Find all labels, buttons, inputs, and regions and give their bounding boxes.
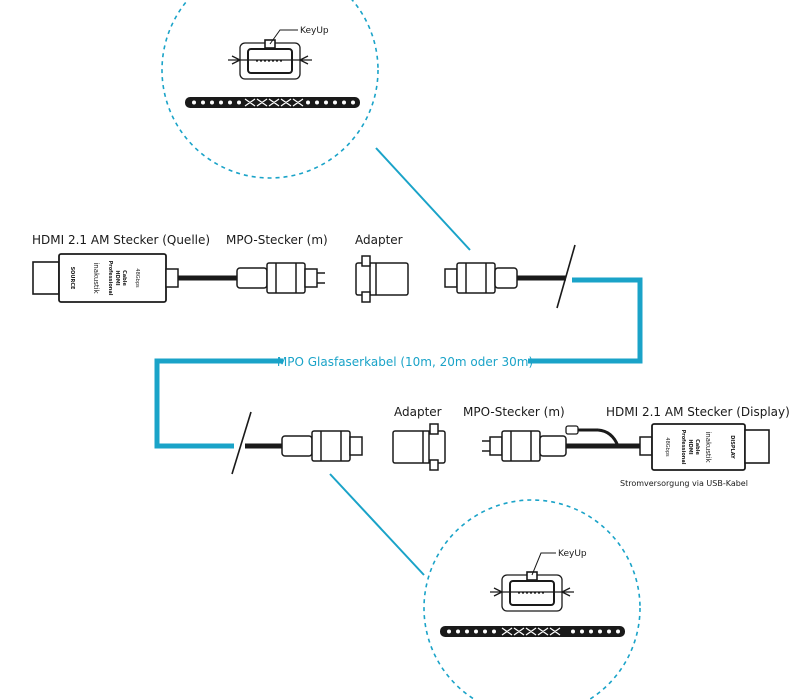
label-adapter-top: Adapter — [355, 233, 403, 247]
usb-power-cable — [565, 425, 620, 447]
plug-source-model-1: Professional — [107, 261, 113, 296]
plug-source-brand: inakustik — [92, 262, 100, 294]
adapter-bottom — [392, 423, 446, 471]
mpo-connector-bottom — [482, 430, 567, 462]
plug-source-model-2: HDMI — [114, 270, 120, 285]
detail-view-top: KeyUp — [161, 0, 379, 179]
hdmi-plug-source: SOURCE inakustik Professional HDMI Cable… — [32, 253, 237, 303]
leader-line-top — [375, 147, 471, 251]
plug-display-spec: 48Gbps — [664, 437, 670, 457]
mpo-connector-top-far — [444, 262, 518, 294]
fiber-ribbon-bottom — [440, 626, 625, 637]
label-mpo-bottom: MPO-Stecker (m) — [463, 405, 565, 419]
plug-display-model-3: Cable — [694, 439, 700, 455]
cable-break-bottom-icon — [231, 411, 252, 475]
keyup-label-top: KeyUp — [300, 26, 329, 36]
mpo-face-bottom-icon — [490, 571, 574, 612]
label-usb-power: Stromversorgung via USB-Kabel — [620, 479, 748, 488]
keyup-label-bottom: KeyUp — [558, 549, 587, 559]
plug-display-model-2: HDMI — [687, 439, 693, 454]
label-hdmi-source: HDMI 2.1 AM Stecker (Quelle) — [32, 233, 210, 247]
plug-display-side-text: DISPLAY — [729, 435, 735, 459]
plug-source-side-text: SOURCE — [69, 267, 75, 290]
label-mpo-top: MPO-Stecker (m) — [226, 233, 328, 247]
hdmi-plug-display: 48Gbps Professional HDMI Cable inakustik… — [639, 423, 770, 471]
detail-circle-top-icon — [161, 0, 379, 179]
mpo-connector-top — [236, 262, 325, 294]
label-hdmi-display: HDMI 2.1 AM Stecker (Display) — [606, 405, 790, 419]
label-fiber-cable: MPO Glasfaserkabel (10m, 20m oder 30m) — [277, 355, 533, 369]
fiber-ribbon-top — [185, 97, 360, 108]
plug-display-model-1: Professional — [680, 430, 686, 465]
plug-source-model-3: Cable — [121, 270, 127, 286]
keyup-pointer-top — [269, 29, 298, 45]
mpo-connector-bottom-near — [281, 430, 363, 462]
adapter-top — [355, 255, 409, 303]
mpo-face-top-icon — [228, 39, 312, 80]
keyup-pointer-bottom — [531, 552, 556, 576]
plug-display-brand: inakustik — [704, 431, 712, 463]
cable-break-top-icon — [556, 244, 576, 309]
fiber-label-bg — [283, 352, 528, 370]
detail-circle-bottom-icon — [423, 499, 641, 700]
leader-line-bottom — [329, 473, 425, 576]
label-adapter-bottom: Adapter — [394, 405, 442, 419]
plug-source-spec: 48Gbps — [134, 268, 140, 288]
detail-view-bottom: KeyUp — [423, 499, 641, 700]
